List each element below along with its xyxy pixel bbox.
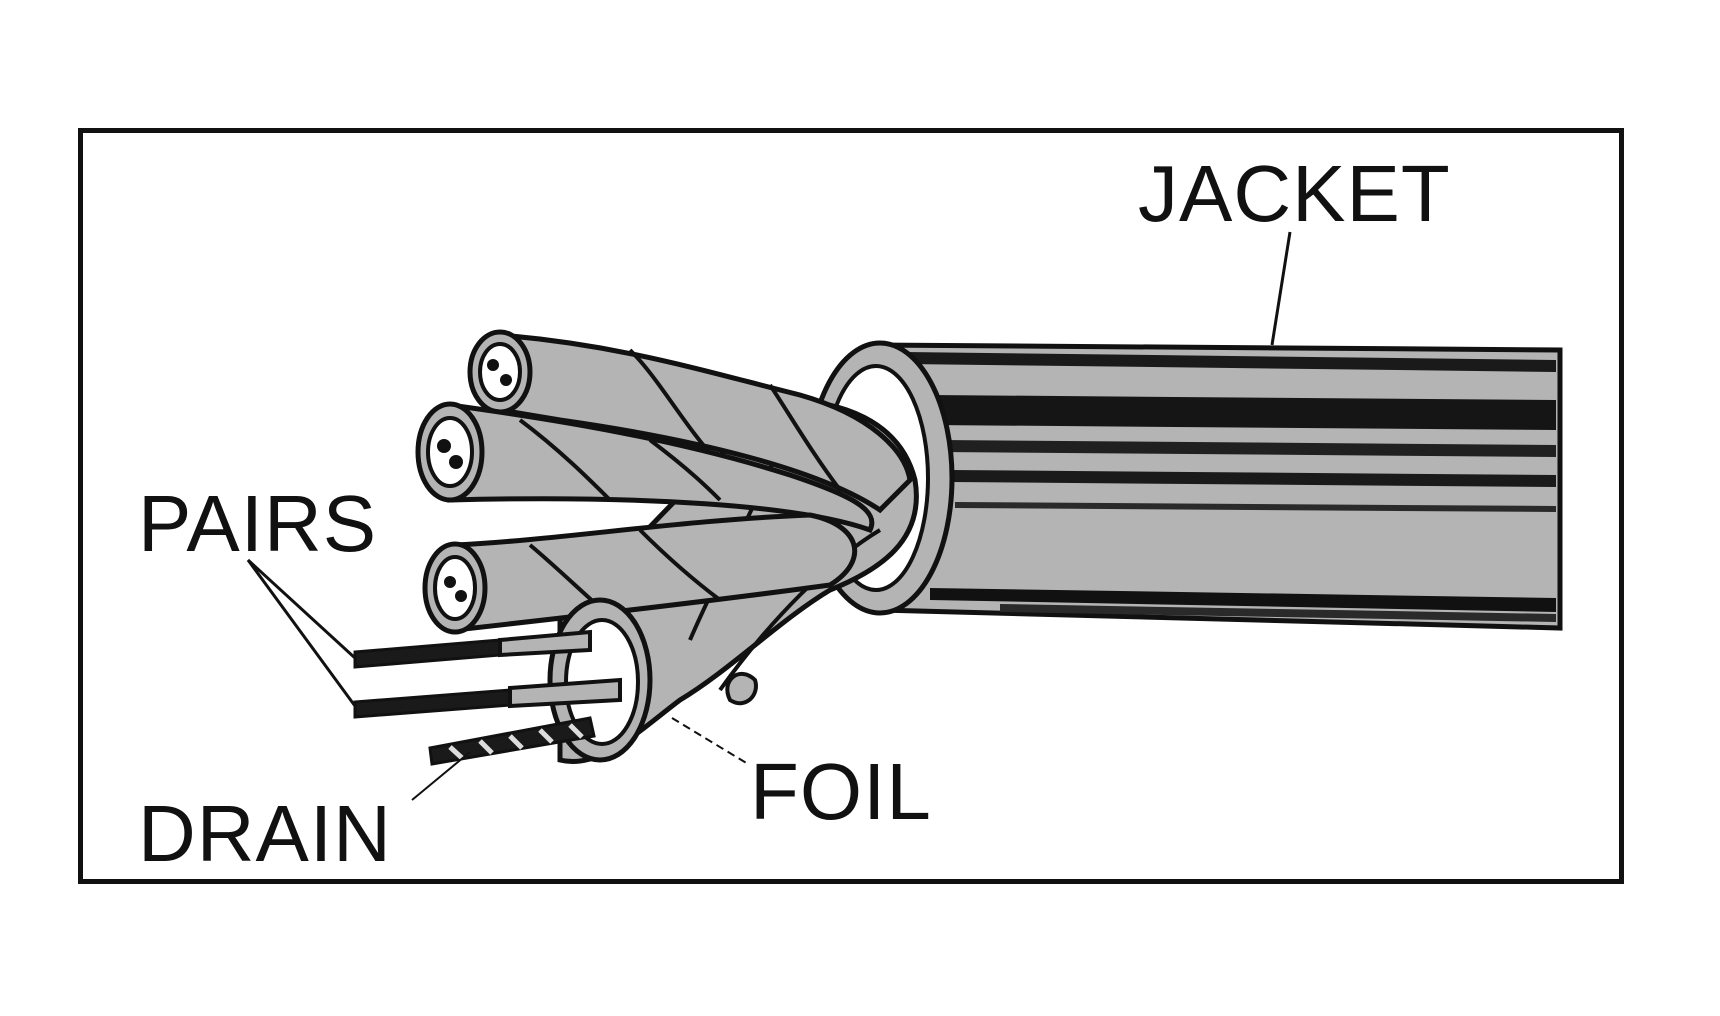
pair-lower — [422, 512, 858, 635]
pairs-label: PAIRS — [138, 479, 378, 568]
foil-label: FOIL — [750, 747, 932, 836]
leader-lines — [246, 231, 1292, 801]
conductors — [353, 629, 622, 766]
pair-upper — [467, 329, 913, 514]
pair-middle — [415, 401, 875, 534]
drain-label: DRAIN — [138, 789, 392, 878]
jacket-label: JACKET — [1138, 149, 1451, 238]
jacket-body — [805, 340, 1563, 631]
